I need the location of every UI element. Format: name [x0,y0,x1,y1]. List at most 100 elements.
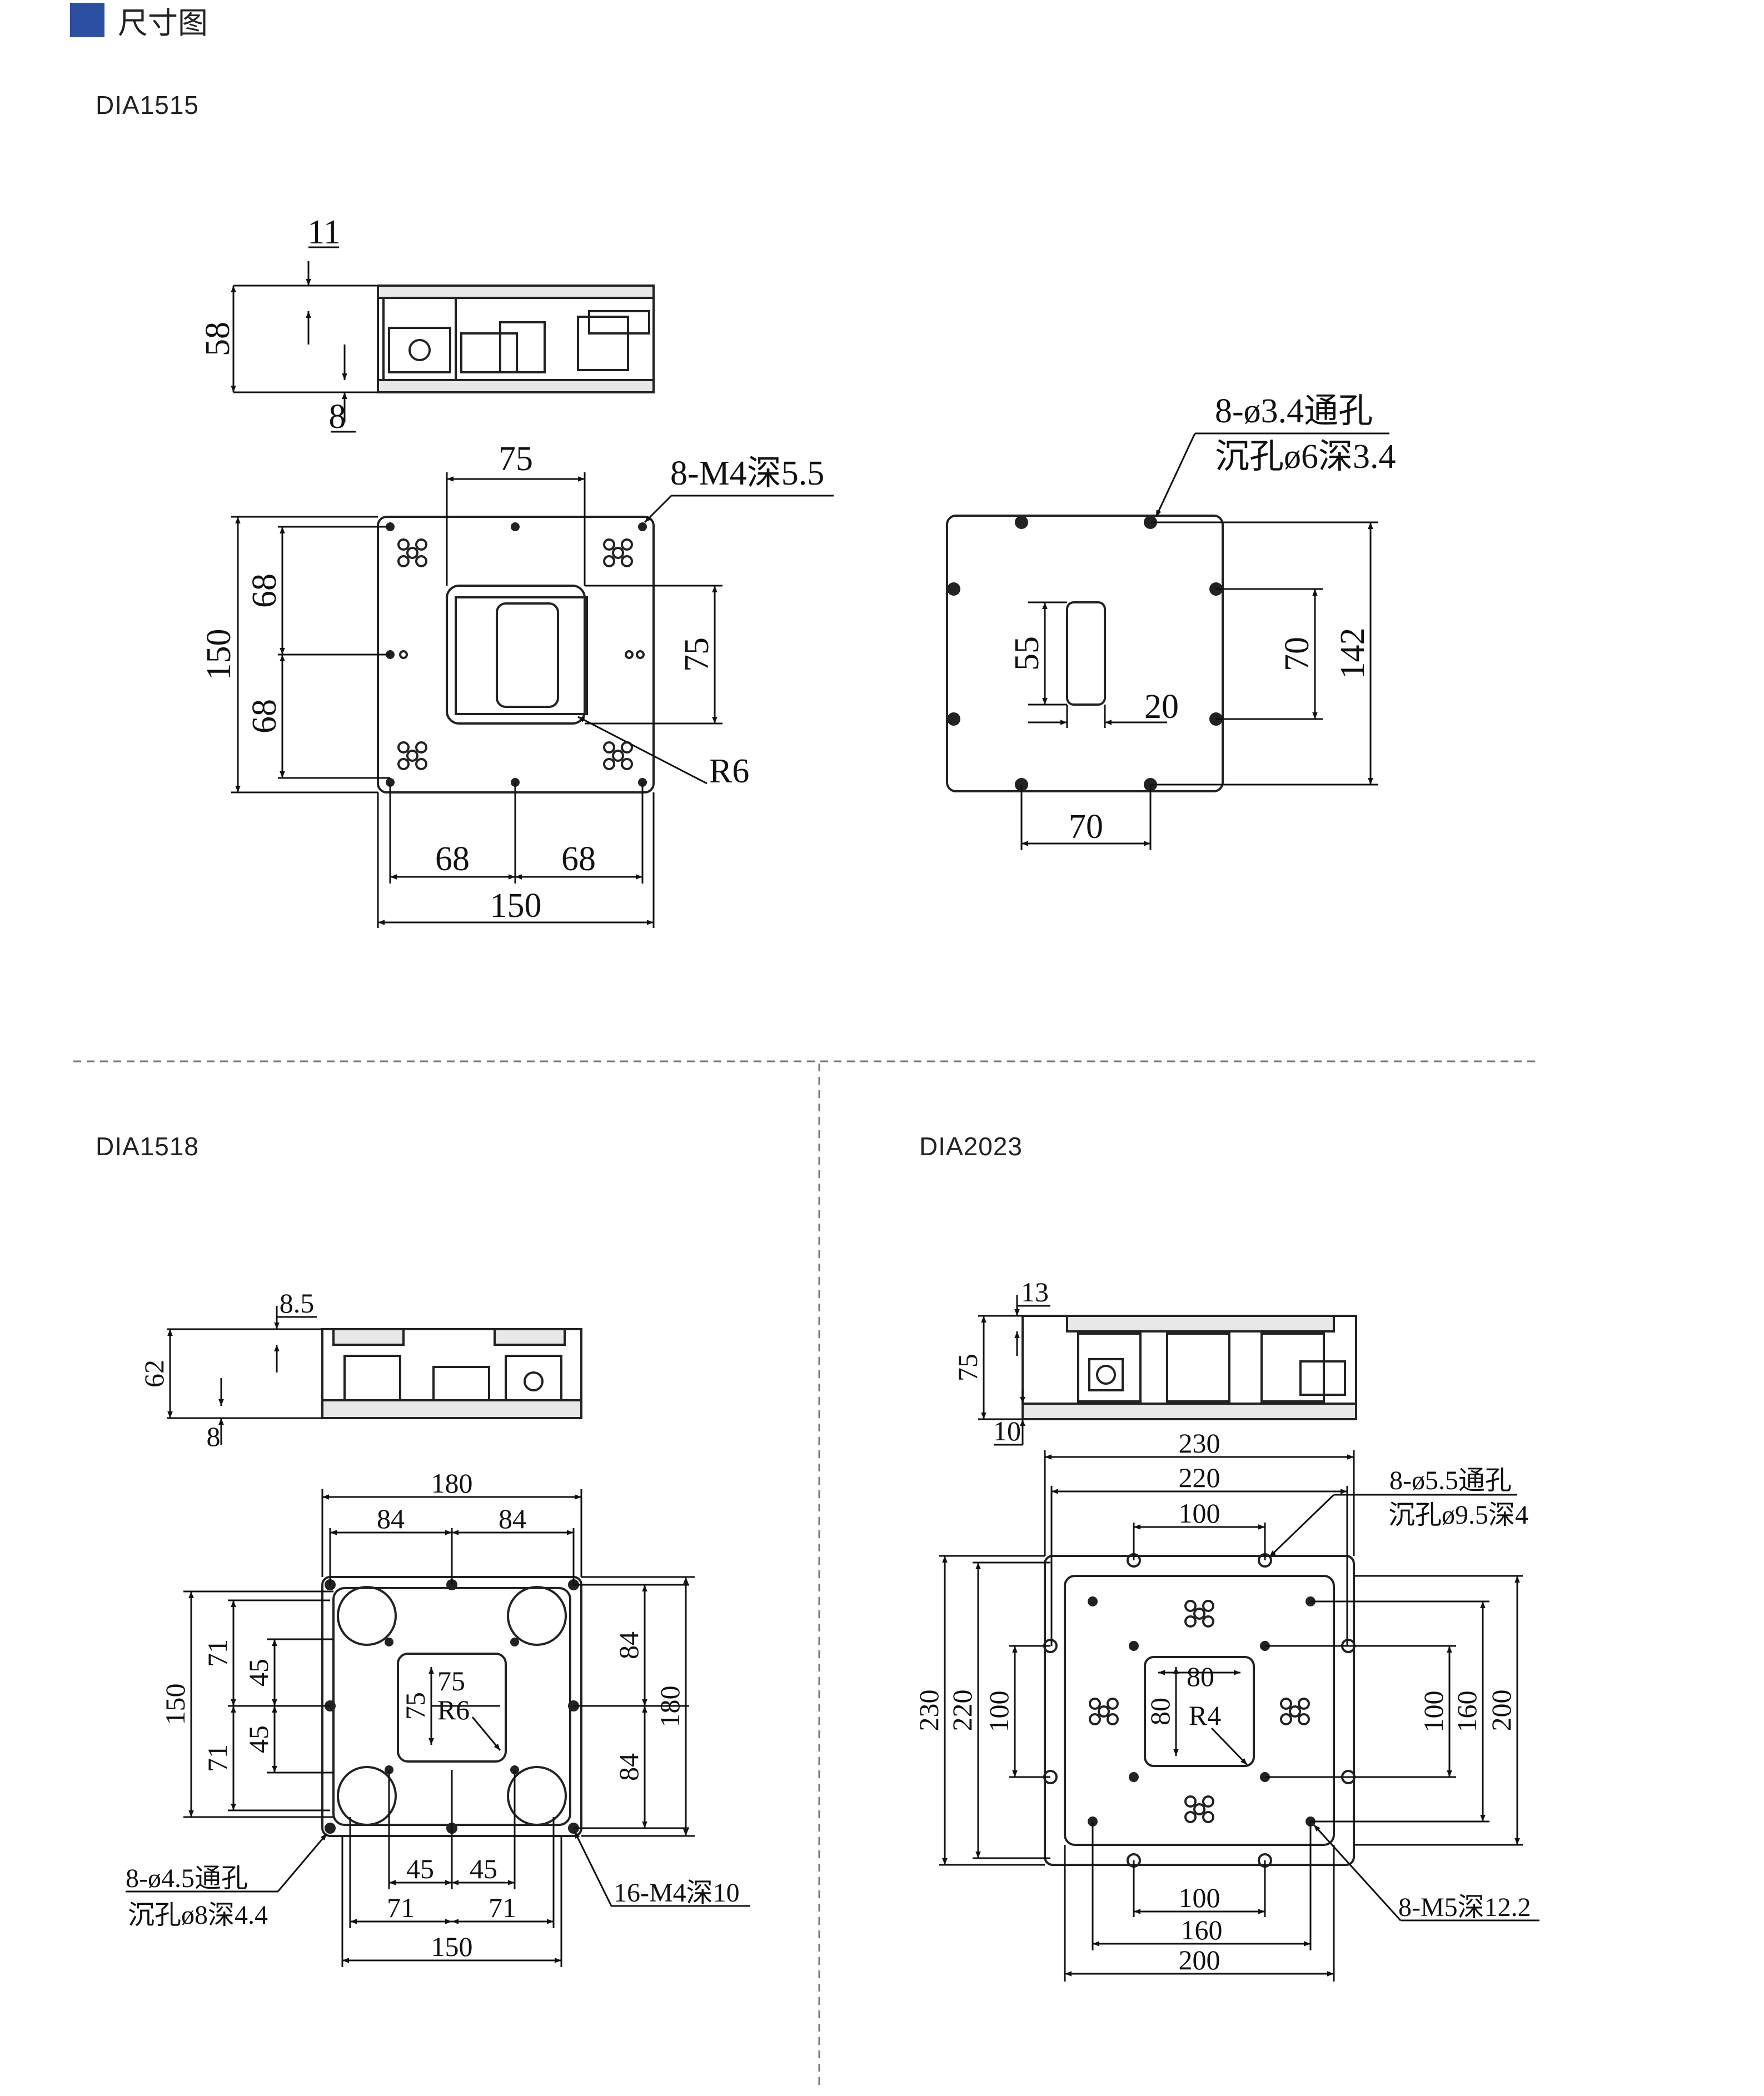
header-accent-mark [70,3,104,37]
note-dia1518-through-holes: 8-ø4.5通孔 [126,1864,248,1893]
side-motor [1299,1360,1346,1396]
model-label-dia1518: DIA1518 [96,1132,200,1161]
side-center-unit [432,1366,490,1401]
dim-dia2023-220-top: 220 [1179,1462,1220,1493]
dia1515-side-dims [231,246,378,433]
dim-dia2023-230-left: 230 [913,1690,944,1731]
dim-dia1515-slot-20: 20 [1144,688,1179,726]
top-hole-cluster-top [1184,1600,1214,1628]
dim-dia2023-100-bottom: 100 [1179,1882,1220,1913]
top-slider [496,602,559,708]
top-hole-cluster-left [1089,1698,1119,1725]
top-hole-cluster-tr [603,538,633,567]
side-top-plate [1066,1315,1335,1333]
dim-dia1518-45-left: 45 [406,1853,434,1884]
note-dia1518-m4-holes: 16-M4深10 [614,1878,740,1908]
dim-dia2023-160-bottom: 160 [1181,1914,1223,1945]
model-label-dia2023: DIA2023 [919,1132,1023,1161]
top-base-outline [1044,1555,1355,1866]
side-center-left [460,332,518,373]
dim-dia1515-top-width-75: 75 [499,440,533,478]
dia1515-top-view [377,516,655,794]
dim-dia1515-height: 58 [199,322,237,356]
side-left-top [332,1328,405,1346]
bottom-plate-outline [946,515,1224,792]
dim-dia2023-radius: R4 [1189,1700,1221,1731]
dim-dia1515-142: 142 [1334,628,1372,680]
dim-dia1518-45-right: 45 [470,1853,497,1884]
side-top-plate [377,285,655,299]
dia1518-side-view [321,1328,582,1419]
note-dia2023-counterbore: 沉孔ø9.5深4 [1388,1500,1528,1530]
dim-dia2023-200-bottom: 200 [1179,1944,1220,1975]
note-dia1518-counterbore: 沉孔ø8深4.4 [128,1900,268,1930]
side-left-unit [1077,1333,1142,1403]
top-center-window [446,585,586,725]
dia1515-top-dims [231,472,834,928]
dim-dia1518-71-top: 71 [202,1639,233,1667]
top-bearing-tr [507,1586,567,1646]
top-hole-cluster-tl [397,538,427,567]
dim-dia1515-width-150: 150 [490,887,542,925]
note-dia2023-through-holes: 8-ø5.5通孔 [1389,1466,1512,1495]
side-bearing [1096,1365,1116,1385]
dim-dia1515-bottom-offset: 8 [329,398,346,436]
side-right-screw [524,1371,544,1391]
dim-dia1518-180-right: 180 [654,1686,685,1728]
dim-dia1515-left-68: 68 [435,840,470,878]
dim-dia2023-window-h: 80 [1144,1698,1175,1725]
dia2023-side-dims [978,1295,1050,1446]
top-bearing-bl [337,1766,397,1826]
bottom-slot [1066,601,1106,706]
top-carriage [455,596,588,715]
dia2023-top-dims [939,1450,1539,1982]
dim-dia2023-top-offset: 13 [1021,1276,1049,1307]
dia2023-side-view [1021,1315,1357,1420]
top-holes [1088,1596,1315,1826]
dim-dia1518-150-bottom: 150 [431,1931,473,1962]
dim-dia1518-window-h: 75 [400,1692,431,1720]
dim-dia1518-window-w: 75 [437,1665,465,1696]
dia1515-bottom-dims [1020,432,1389,850]
side-right-unit [1260,1333,1325,1403]
dim-dia1518-71-bottom: 71 [202,1744,233,1772]
side-right-unit [505,1355,562,1401]
top-stage [1064,1575,1335,1846]
side-left-screw [408,339,431,361]
dim-dia1515-right-68: 68 [561,840,596,878]
dim-dia2023-100-top: 100 [1179,1498,1220,1529]
dim-dia1518-radius: R6 [437,1694,470,1725]
top-hole-cluster-bottom [1184,1795,1214,1823]
top-bearing-br [507,1766,567,1826]
dim-dia1518-top-offset: 8.5 [280,1287,315,1319]
note-dia1515-through-holes: 8-ø3.4通孔 [1215,392,1373,430]
top-window [1144,1656,1255,1767]
dim-dia2023-window-w: 80 [1187,1661,1214,1692]
top-hole-cluster-bl [397,741,427,770]
section-title: 尺寸图 [118,6,208,40]
section-header: 尺寸图 [70,2,208,40]
dia1518-side-dims [167,1306,322,1445]
section-dividers [73,1060,1537,2089]
dim-dia1518-84-left: 84 [377,1503,405,1534]
dim-dia1518-45-bottom: 45 [243,1725,274,1753]
dim-dia1518-bottom-offset: 8 [207,1421,221,1452]
top-window [397,1653,507,1763]
top-hole-cluster-br [603,741,633,770]
dim-dia1518-71-right: 71 [489,1892,516,1923]
model-label-dia1515: DIA1515 [96,91,200,119]
dim-dia1518-180-top: 180 [431,1468,473,1499]
dia1518-top-dims [126,1489,750,1967]
dim-dia1515-lower-68: 68 [246,699,283,733]
dim-dia1515-window-75: 75 [678,637,716,672]
dim-dia1518-84-right-bottom: 84 [613,1753,644,1781]
dim-dia1515-70-horizontal: 70 [1069,808,1103,846]
dim-dia2023-160-right: 160 [1451,1691,1482,1733]
dim-dia1515-top-offset: 11 [307,213,341,251]
dim-dia2023-230-top: 230 [1179,1428,1220,1459]
dim-dia2023-100-right: 100 [1418,1691,1449,1733]
side-left-block [382,297,457,381]
dim-dia1518-84-right: 84 [499,1503,526,1534]
dim-dia2023-220-left: 220 [946,1690,978,1731]
dim-dia1518-150-left: 150 [160,1684,191,1725]
